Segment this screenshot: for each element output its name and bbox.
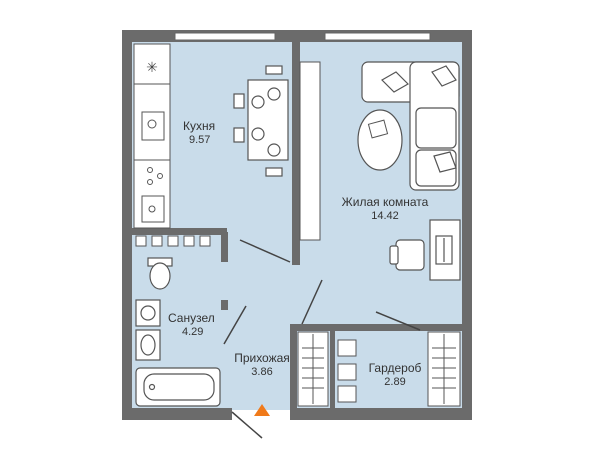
entrance-arrow-icon bbox=[254, 404, 270, 416]
windows bbox=[174, 32, 431, 41]
hallway-name: Прихожая bbox=[234, 351, 290, 365]
desk bbox=[429, 219, 461, 281]
room-label-wardrobe: Гардероб 2.89 bbox=[364, 361, 426, 388]
bathtub bbox=[135, 367, 221, 407]
bathroom-name: Санузел bbox=[168, 311, 215, 325]
kitchen-area: 9.57 bbox=[189, 133, 211, 146]
living-area: 14.42 bbox=[371, 209, 399, 222]
wardrobe-name: Гардероб bbox=[368, 361, 422, 375]
room-label-hallway: Прихожая 3.86 bbox=[230, 351, 294, 378]
sink bbox=[135, 329, 161, 361]
interior-walls bbox=[132, 40, 462, 412]
coffee-table bbox=[357, 109, 403, 171]
toilet bbox=[147, 257, 173, 290]
wardrobe-area: 2.89 bbox=[384, 375, 406, 388]
kitchen-name: Кухня bbox=[183, 119, 216, 133]
sofa bbox=[361, 61, 460, 191]
bathroom-area: 4.29 bbox=[182, 325, 204, 338]
wardrobe-boxes bbox=[337, 339, 357, 403]
desk-chair bbox=[389, 239, 425, 271]
washing-machine bbox=[135, 299, 161, 327]
room-label-living: Жилая комната 14.42 bbox=[334, 195, 436, 222]
dining-table bbox=[233, 65, 289, 177]
hallway-area: 3.86 bbox=[251, 365, 273, 378]
bathroom-tiles bbox=[135, 235, 211, 247]
ventilation-icon: ✳ bbox=[146, 60, 158, 76]
book bbox=[367, 119, 389, 139]
door-swings bbox=[223, 239, 421, 439]
wardrobe-hangers-right bbox=[427, 331, 461, 407]
living-name: Жилая комната bbox=[341, 195, 429, 209]
room-label-kitchen: Кухня 9.57 bbox=[183, 119, 216, 146]
room-label-bathroom: Санузел 4.29 bbox=[168, 311, 215, 338]
wardrobe-hangers-left bbox=[297, 331, 329, 407]
kitchen-counter bbox=[133, 43, 171, 229]
partition-panel bbox=[299, 61, 321, 241]
